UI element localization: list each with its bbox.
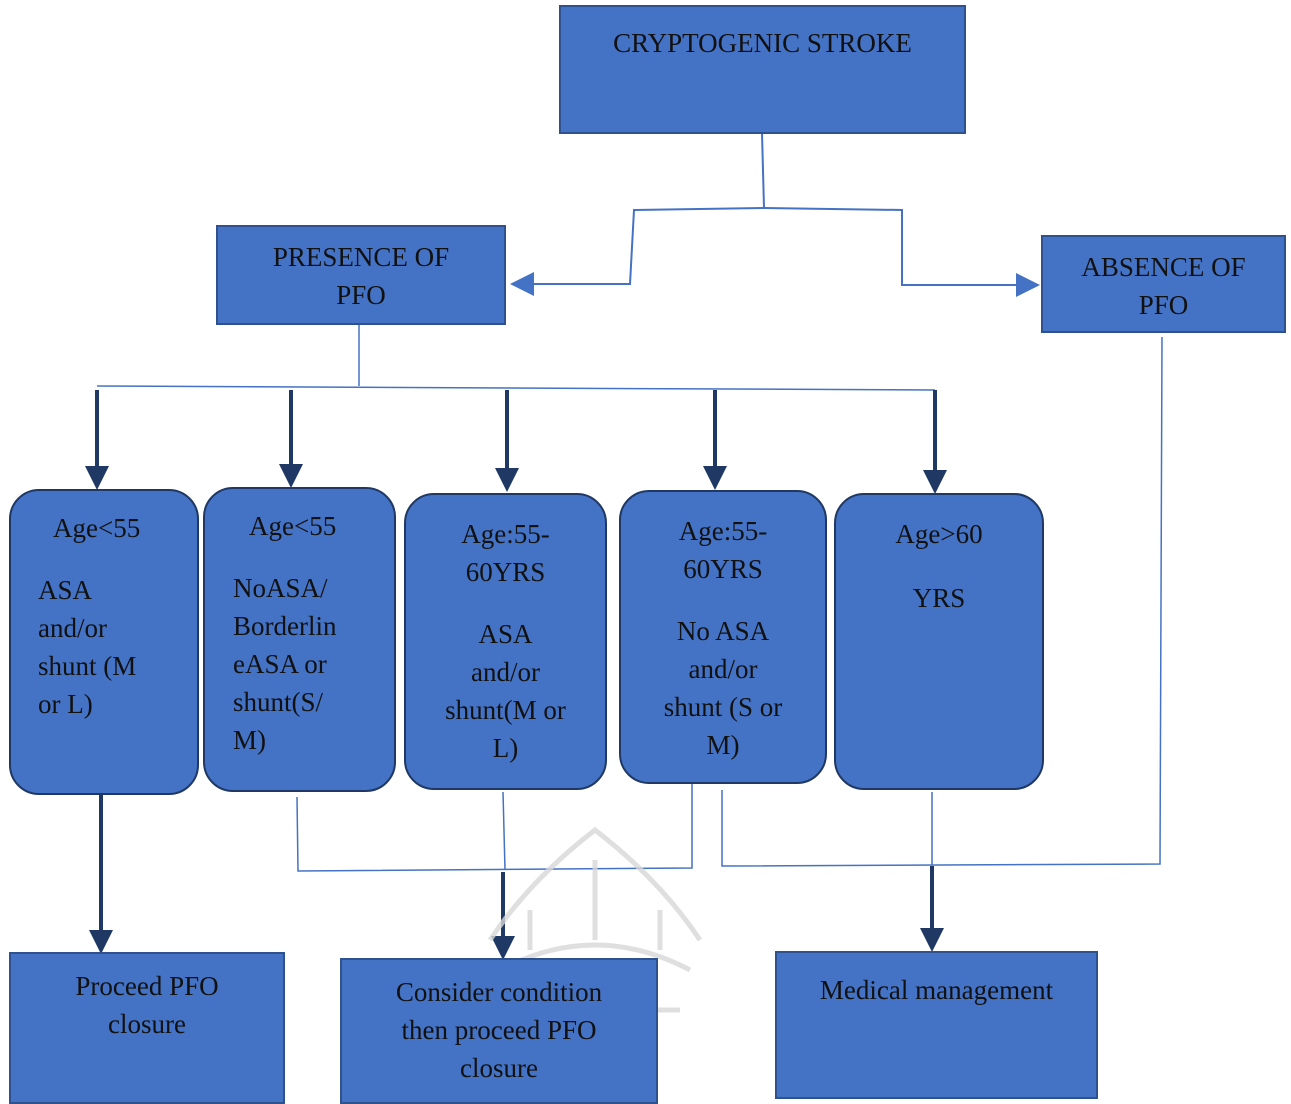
outcome-proceed-pfo-closure: Proceed PFO closure (9, 952, 285, 1104)
criteria-age: Age<55 (53, 513, 141, 543)
criteria-age: Age<55 (249, 511, 337, 541)
outcome-medical-management: Medical management (775, 951, 1098, 1099)
criteria-box-5: Age>60 YRS (834, 493, 1044, 790)
criteria-detail: YRS (912, 583, 966, 613)
presence-of-pfo-box: PRESENCE OF PFO (216, 225, 506, 325)
criteria-age: Age>60 (895, 519, 983, 549)
outcome-arrows (89, 795, 944, 960)
absence-of-pfo-box: ABSENCE OF PFO (1041, 235, 1286, 333)
criteria-age: Age:55- 60YRS (678, 516, 768, 584)
criteria-age: Age:55- 60YRS (461, 519, 550, 587)
criteria-box-2: Age<55 NoASA/ Borderlin eASA or shunt(S/… (203, 487, 396, 792)
presence-bus (96, 325, 936, 391)
criteria-detail: ASA and/or shunt(M or L) (445, 619, 566, 763)
criteria-box-1: Age<55 ASA and/or shunt (M or L) (9, 489, 199, 795)
outcome-label: Consider condition then proceed PFO clos… (395, 977, 603, 1083)
cryptogenic-stroke-label: CRYPTOGENIC STROKE (613, 28, 912, 58)
outcome-consider-condition: Consider condition then proceed PFO clos… (340, 958, 658, 1104)
criteria-box-3: Age:55- 60YRS ASA and/or shunt(M or L) (404, 493, 607, 790)
outcome-label: Medical management (819, 975, 1054, 1005)
criteria-detail: No ASA and/or shunt (S or M) (663, 616, 783, 760)
presence-of-pfo-label: PRESENCE OF PFO (272, 242, 450, 310)
criteria-box-4: Age:55- 60YRS No ASA and/or shunt (S or … (619, 490, 827, 784)
criteria-detail: NoASA/ Borderlin eASA or shunt(S/ M) (233, 573, 337, 755)
split-connector (510, 132, 1040, 297)
outcome-connectors (296, 336, 1163, 872)
criteria-detail: ASA and/or shunt (M or L) (38, 575, 137, 719)
outcome-label: Proceed PFO closure (75, 971, 219, 1039)
absence-of-pfo-label: ABSENCE OF PFO (1081, 252, 1246, 320)
criteria-arrows (85, 390, 947, 494)
cryptogenic-stroke-box: CRYPTOGENIC STROKE (559, 5, 966, 134)
